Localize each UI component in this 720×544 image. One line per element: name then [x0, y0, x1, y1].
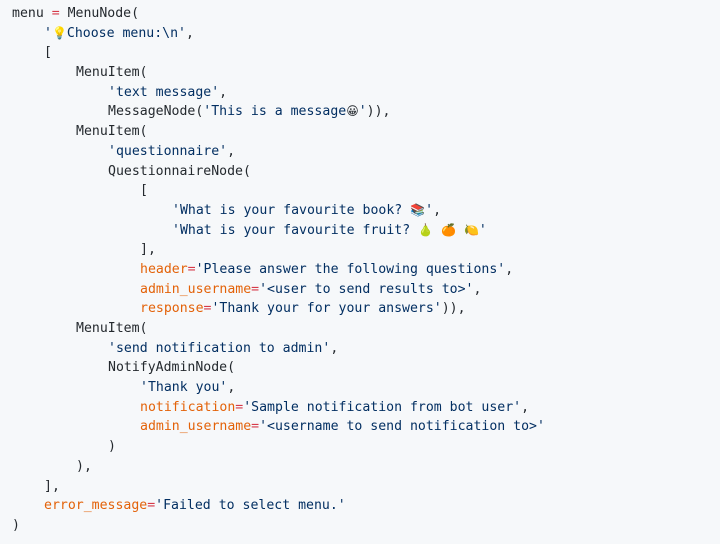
code-token: , — [505, 261, 514, 277]
code-token: , — [521, 399, 530, 415]
code-token: 'Sample notification from bot user' — [243, 399, 522, 415]
code-line: 'text message', — [12, 83, 720, 103]
code-line: ) — [12, 516, 720, 536]
code-token: , — [473, 281, 482, 297]
code-line: error_message='Failed to select menu.' — [12, 496, 720, 516]
emoji-icon: 💡 — [51, 25, 67, 40]
code-token: QuestionnaireNode( — [108, 163, 251, 179]
code-line: ), — [12, 457, 720, 477]
code-line: response='Thank your for your answers'))… — [12, 299, 720, 319]
code-token: [ — [140, 183, 148, 199]
code-line: notification='Sample notification from b… — [12, 398, 720, 418]
code-token: 'Please answer the following questions' — [195, 261, 506, 277]
emoji-icon: 🍐 — [418, 222, 434, 237]
code-token: , — [186, 25, 194, 41]
code-line: [ — [12, 43, 720, 63]
code-token: '<user to send results to>' — [259, 281, 474, 297]
code-line: [ — [12, 181, 720, 201]
code-token: 'What is your favourite book? — [172, 202, 411, 218]
code-token: header — [140, 261, 188, 277]
code-token: admin_username — [140, 281, 252, 297]
code-token: 'Failed to select menu.' — [155, 498, 346, 514]
code-token — [433, 221, 441, 241]
code-token: MenuItem( — [76, 65, 148, 81]
emoji-icon: 🍊 — [441, 222, 456, 237]
code-token: ' — [425, 202, 434, 218]
code-token: , — [433, 202, 442, 218]
code-line: MessageNode('This is a message😀')), — [12, 102, 720, 122]
code-token: 'Thank your for your answers' — [211, 301, 442, 317]
code-token: '<username to send notification to>' — [259, 419, 545, 435]
code-token: ], — [140, 242, 156, 258]
emoji-icon: 📚 — [410, 202, 426, 217]
code-line: 'questionnaire', — [12, 142, 720, 162]
code-token: 'This is a message — [203, 104, 347, 120]
code-line: admin_username='<username to send notifi… — [12, 417, 720, 437]
code-token: )), — [366, 104, 391, 120]
code-token: ' — [44, 25, 52, 41]
emoji-icon: 😀 — [346, 104, 359, 119]
code-token: notification — [140, 399, 236, 415]
code-token: ) — [12, 517, 20, 533]
code-token: 'send notification to admin' — [108, 340, 331, 356]
code-line: admin_username='<user to send results to… — [12, 280, 720, 300]
code-token: = — [51, 6, 60, 21]
code-token: MessageNode( — [108, 104, 204, 120]
code-line: MenuItem( — [12, 63, 720, 83]
code-token: = — [147, 498, 156, 514]
code-token: )), — [441, 301, 466, 317]
code-line: header='Please answer the following ques… — [12, 260, 720, 280]
code-line: QuestionnaireNode( — [12, 162, 720, 182]
code-line: MenuItem( — [12, 122, 720, 142]
code-token: , — [227, 380, 236, 396]
code-token: Choose menu:\n' — [66, 25, 186, 41]
code-token: = — [203, 301, 212, 317]
code-token: [ — [44, 45, 52, 61]
code-token: response — [140, 301, 204, 317]
code-token: 'Thank you' — [140, 380, 228, 396]
code-token: MenuItem( — [76, 321, 148, 336]
code-token: , — [330, 340, 339, 356]
code-token: = — [251, 419, 260, 435]
code-token: error_message — [44, 498, 148, 514]
code-token: 'questionnaire' — [108, 143, 228, 159]
code-token: admin_username — [140, 419, 252, 435]
code-token: ' — [478, 222, 487, 238]
code-line: 'What is your favourite fruit? 🍐 🍊 🍋' — [12, 221, 720, 241]
code-line: 'Thank you', — [12, 378, 720, 398]
code-line: menu = MenuNode( — [12, 4, 720, 24]
code-line: NotifyAdminNode( — [12, 358, 720, 378]
code-token: , — [227, 143, 236, 159]
code-token — [456, 221, 464, 241]
code-line: 'send notification to admin', — [12, 339, 720, 359]
code-token: ' — [358, 104, 367, 120]
code-token: ], — [44, 478, 60, 494]
code-line: 'What is your favourite book? 📚', — [12, 201, 720, 221]
code-line: ], — [12, 240, 720, 260]
code-token: = — [235, 399, 244, 415]
code-token: = — [251, 281, 260, 297]
code-token: MenuNode( — [59, 6, 140, 21]
code-token: NotifyAdminNode( — [108, 360, 236, 376]
code-line: MenuItem( — [12, 319, 720, 339]
code-token: 'What is your favourite fruit? — [172, 222, 419, 238]
code-token: 'text message' — [108, 84, 220, 100]
emoji-icon: 🍋 — [463, 222, 479, 237]
code-token: ), — [76, 458, 92, 474]
code-token: ) — [108, 439, 116, 455]
code-token: menu — [12, 6, 52, 21]
code-token: , — [219, 84, 228, 100]
code-token: MenuItem( — [76, 124, 148, 140]
code-line: ) — [12, 437, 720, 457]
code-line: ], — [12, 477, 720, 497]
code-line: '💡Choose menu:\n', — [12, 24, 720, 44]
code-token: = — [187, 261, 196, 277]
